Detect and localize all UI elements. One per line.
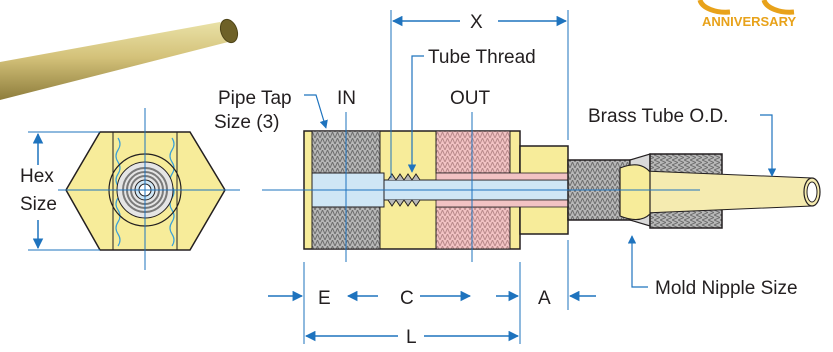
brass-tube-photo-icon	[0, 18, 239, 100]
mold-nipple-leader	[627, 235, 648, 288]
pipe-tap-label-2: Size (3)	[214, 112, 279, 133]
anniversary-badge: ANNIVERSARY	[697, 0, 796, 29]
a-label: A	[538, 288, 551, 309]
c-label: C	[400, 288, 414, 309]
pipe-tap-leader	[304, 94, 328, 129]
e-label: E	[318, 288, 331, 309]
hex-end-view-icon	[58, 108, 240, 270]
pipe-tap-label-1: Pipe Tap	[218, 88, 292, 109]
bottom-dimensions	[268, 240, 596, 344]
x-label: X	[470, 12, 483, 33]
tube-thread-label: Tube Thread	[428, 47, 536, 68]
hex-size-dimension	[28, 131, 100, 251]
out-label: OUT	[450, 88, 491, 109]
brass-tube-od-label: Brass Tube O.D.	[588, 106, 728, 127]
tube-thread-leader	[407, 55, 424, 173]
hex-size-label-1: Hex	[20, 166, 54, 187]
fitting-section-view	[262, 112, 821, 262]
in-label: IN	[337, 88, 356, 109]
hex-size-label-2: Size	[20, 194, 57, 215]
brass-tube-od-leader	[760, 114, 777, 177]
l-label: L	[406, 327, 417, 348]
anniversary-text: ANNIVERSARY	[702, 14, 796, 29]
x-dimension	[390, 10, 569, 178]
mold-nipple-size-label: Mold Nipple Size	[655, 278, 798, 299]
